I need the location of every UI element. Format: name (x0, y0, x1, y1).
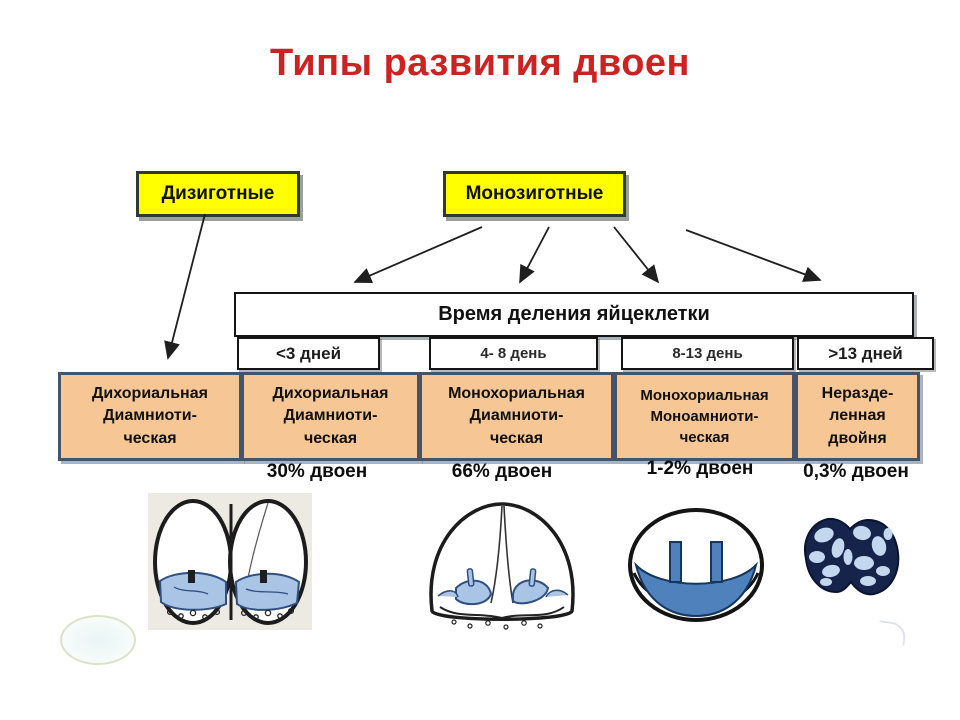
percentage-dichorionic: 30% двоен (266, 461, 368, 482)
percentage-monochorionic-diamniotic: 66% двоен (451, 461, 553, 482)
type-line: Неразде- (821, 384, 894, 402)
conjoined-twins-drawing-icon (804, 517, 900, 596)
type-box-conjoined-twins: Неразде- ленная двойня (795, 372, 920, 461)
type-line: ческая (489, 429, 544, 447)
percentage-conjoined: 0,3% двоен (803, 461, 909, 482)
monochorionic-diamniotic-twins-drawing-icon (429, 502, 575, 630)
type-box-monochorionic-monoamniotic: Монохориальная Моноамниоти- ческая (614, 372, 795, 461)
type-box-monochorionic-diamniotic: Монохориальная Диамниоти- ческая (419, 372, 614, 461)
monochorionic-monoamniotic-twins-drawing-icon (628, 508, 764, 622)
monozygotic-label: Монозиготные (465, 183, 604, 204)
dichorionic-diamniotic-twins-drawing-icon (148, 493, 312, 630)
type-line: Моноамниоти- (650, 408, 759, 425)
type-line: Диамниоти- (469, 407, 564, 425)
percentage-monochorionic-monoamniotic: 1-2% двоен (646, 458, 754, 479)
period-label: 4- 8 день (480, 345, 547, 362)
type-line: двойня (828, 429, 887, 447)
type-line: Монохориальная (640, 387, 769, 404)
arrow-monozygotic-2 (519, 226, 550, 284)
type-line: Дихориальная (92, 384, 208, 402)
type-box-dichorionic-diamniotic-dizygotic: Дихориальная Диамниоти- ческая (58, 372, 242, 461)
period-cell-gt13-days: >13 дней (797, 337, 934, 370)
type-line: ческая (123, 429, 177, 447)
period-cell-lt3-days: <3 дней (237, 337, 380, 370)
page-title: Типы развития двоен (270, 42, 690, 84)
type-line: Диамниоти- (283, 407, 378, 425)
arrow-dizygotic (164, 213, 206, 360)
type-box-dichorionic-diamniotic: Дихориальная Диамниоти- ческая (241, 372, 420, 461)
type-line: ческая (679, 429, 730, 446)
monozygotic-box: Монозиготные (443, 171, 626, 217)
type-line: Диамниоти- (103, 407, 197, 425)
dizygotic-box: Дизиготные (136, 171, 300, 217)
division-time-header-box: Время деления яйцеклетки (234, 292, 914, 337)
type-line: Монохориальная (448, 384, 585, 402)
period-cell-8-13-days: 8-13 день (621, 337, 794, 370)
period-label: >13 дней (828, 343, 903, 363)
period-label: 8-13 день (672, 345, 743, 362)
period-cell-4-8-days: 4- 8 день (429, 337, 598, 370)
watermark-emblem (60, 615, 136, 665)
arrow-monozygotic-1 (353, 226, 483, 283)
type-line: ческая (303, 429, 358, 447)
dizygotic-label: Дизиготные (161, 183, 275, 204)
division-time-header-label: Время деления яйцеклетки (438, 303, 710, 325)
stray-mark (876, 620, 908, 646)
arrow-monozygotic-3 (613, 226, 660, 284)
type-line: ленная (829, 407, 886, 425)
period-label: <3 дней (275, 343, 342, 363)
arrow-monozygotic-4 (685, 229, 822, 282)
type-line: Дихориальная (272, 384, 389, 402)
